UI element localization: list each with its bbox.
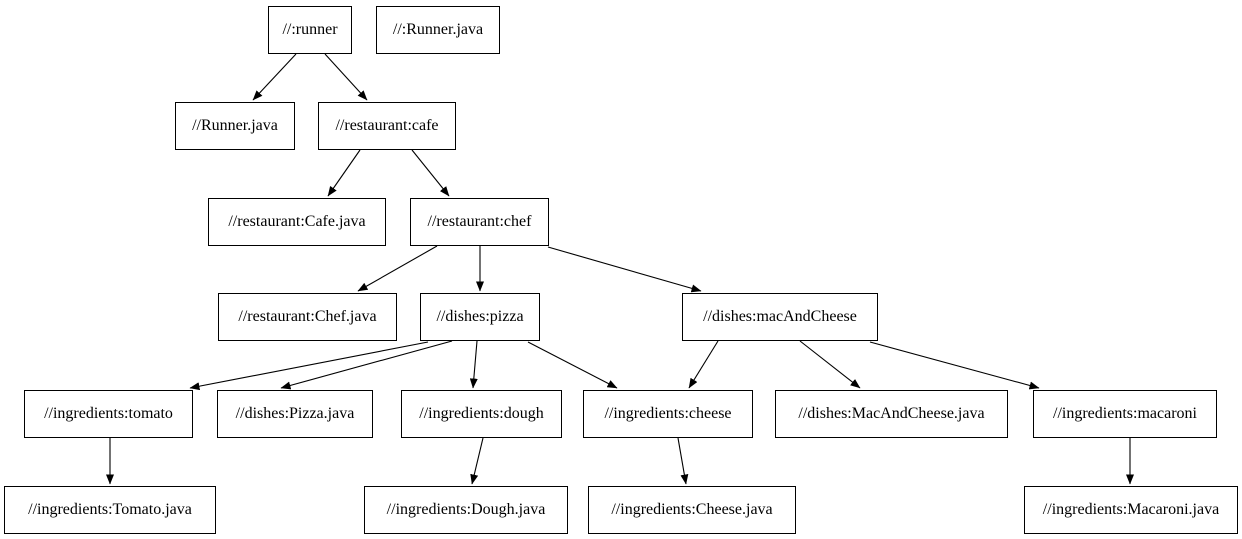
edge-pizza-to-cheese [527, 341, 618, 389]
node-dough_java: //ingredients:Dough.java [364, 486, 568, 534]
node-label-chef_java: //restaurant:Chef.java [238, 308, 377, 325]
node-label-runner: //:runner [282, 21, 338, 38]
node-label-mac_and_cheese: //dishes:macAndCheese [703, 308, 857, 325]
node-runner_java: //Runner.java [175, 102, 295, 150]
edge-mac_and_cheese-to-mac_and_cheese_java [799, 340, 861, 389]
edge-mac_and_cheese-to-cheese [688, 340, 719, 389]
edge-cafe-to-chef [411, 149, 450, 197]
node-mac_and_cheese_java: //dishes:MacAndCheese.java [775, 390, 1008, 438]
node-cafe: //restaurant:cafe [318, 102, 456, 150]
node-label-cheese_java: //ingredients:Cheese.java [611, 501, 773, 518]
node-pizza: //dishes:pizza [420, 293, 540, 341]
node-label-tomato: //ingredients:tomato [44, 405, 173, 422]
node-label-pizza: //dishes:pizza [436, 308, 524, 325]
node-tomato_java: //ingredients:Tomato.java [4, 486, 216, 534]
node-tomato: //ingredients:tomato [24, 390, 193, 438]
node-label-mac_and_cheese_java: //dishes:MacAndCheese.java [798, 405, 985, 422]
node-label-pizza_java: //dishes:Pizza.java [235, 405, 355, 422]
edge-mac_and_cheese-to-macaroni [869, 341, 1040, 390]
node-runner: //:runner [268, 6, 352, 54]
node-label-macaroni_java: //ingredients:Macaroni.java [1042, 501, 1220, 518]
edge-runner-to-runner_java [252, 53, 297, 101]
node-cheese_java: //ingredients:Cheese.java [588, 486, 796, 534]
node-pizza_java: //dishes:Pizza.java [217, 390, 373, 438]
node-macaroni_java: //ingredients:Macaroni.java [1024, 486, 1238, 534]
node-chef_java: //restaurant:Chef.java [218, 293, 397, 341]
node-dough: //ingredients:dough [401, 390, 562, 438]
node-label-dough: //ingredients:dough [419, 405, 544, 422]
node-label-cafe_java: //restaurant:Cafe.java [228, 213, 366, 230]
edge-chef-to-mac_and_cheese [547, 246, 702, 293]
edge-cafe-to-cafe_java [327, 149, 361, 197]
node-label-macaroni: //ingredients:macaroni [1053, 405, 1197, 422]
node-label-cheese: //ingredients:cheese [604, 405, 732, 422]
node-mac_and_cheese: //dishes:macAndCheese [682, 293, 878, 341]
node-chef: //restaurant:chef [410, 198, 549, 246]
node-label-tomato_java: //ingredients:Tomato.java [28, 501, 192, 518]
node-cheese: //ingredients:cheese [583, 390, 753, 438]
edge-pizza-to-pizza_java [280, 340, 453, 390]
node-macaroni: //ingredients:macaroni [1033, 390, 1217, 438]
edge-pizza-to-tomato [189, 341, 429, 391]
node-label-dough_java: //ingredients:Dough.java [386, 501, 546, 518]
node-label-root_runner_java: //:Runner.java [392, 21, 484, 38]
edge-cheese-to-cheese_java [677, 437, 689, 485]
edge-chef-to-chef_java [357, 245, 438, 292]
node-label-cafe: //restaurant:cafe [335, 117, 439, 134]
edge-dough-to-dough_java [470, 437, 484, 485]
node-root_runner_java: //:Runner.java [376, 6, 500, 54]
edge-pizza-to-dough [469, 340, 478, 389]
edge-runner-to-cafe [324, 53, 368, 101]
node-label-chef: //restaurant:chef [427, 213, 532, 230]
node-label-runner_java: //Runner.java [192, 117, 278, 134]
node-cafe_java: //restaurant:Cafe.java [208, 198, 386, 246]
